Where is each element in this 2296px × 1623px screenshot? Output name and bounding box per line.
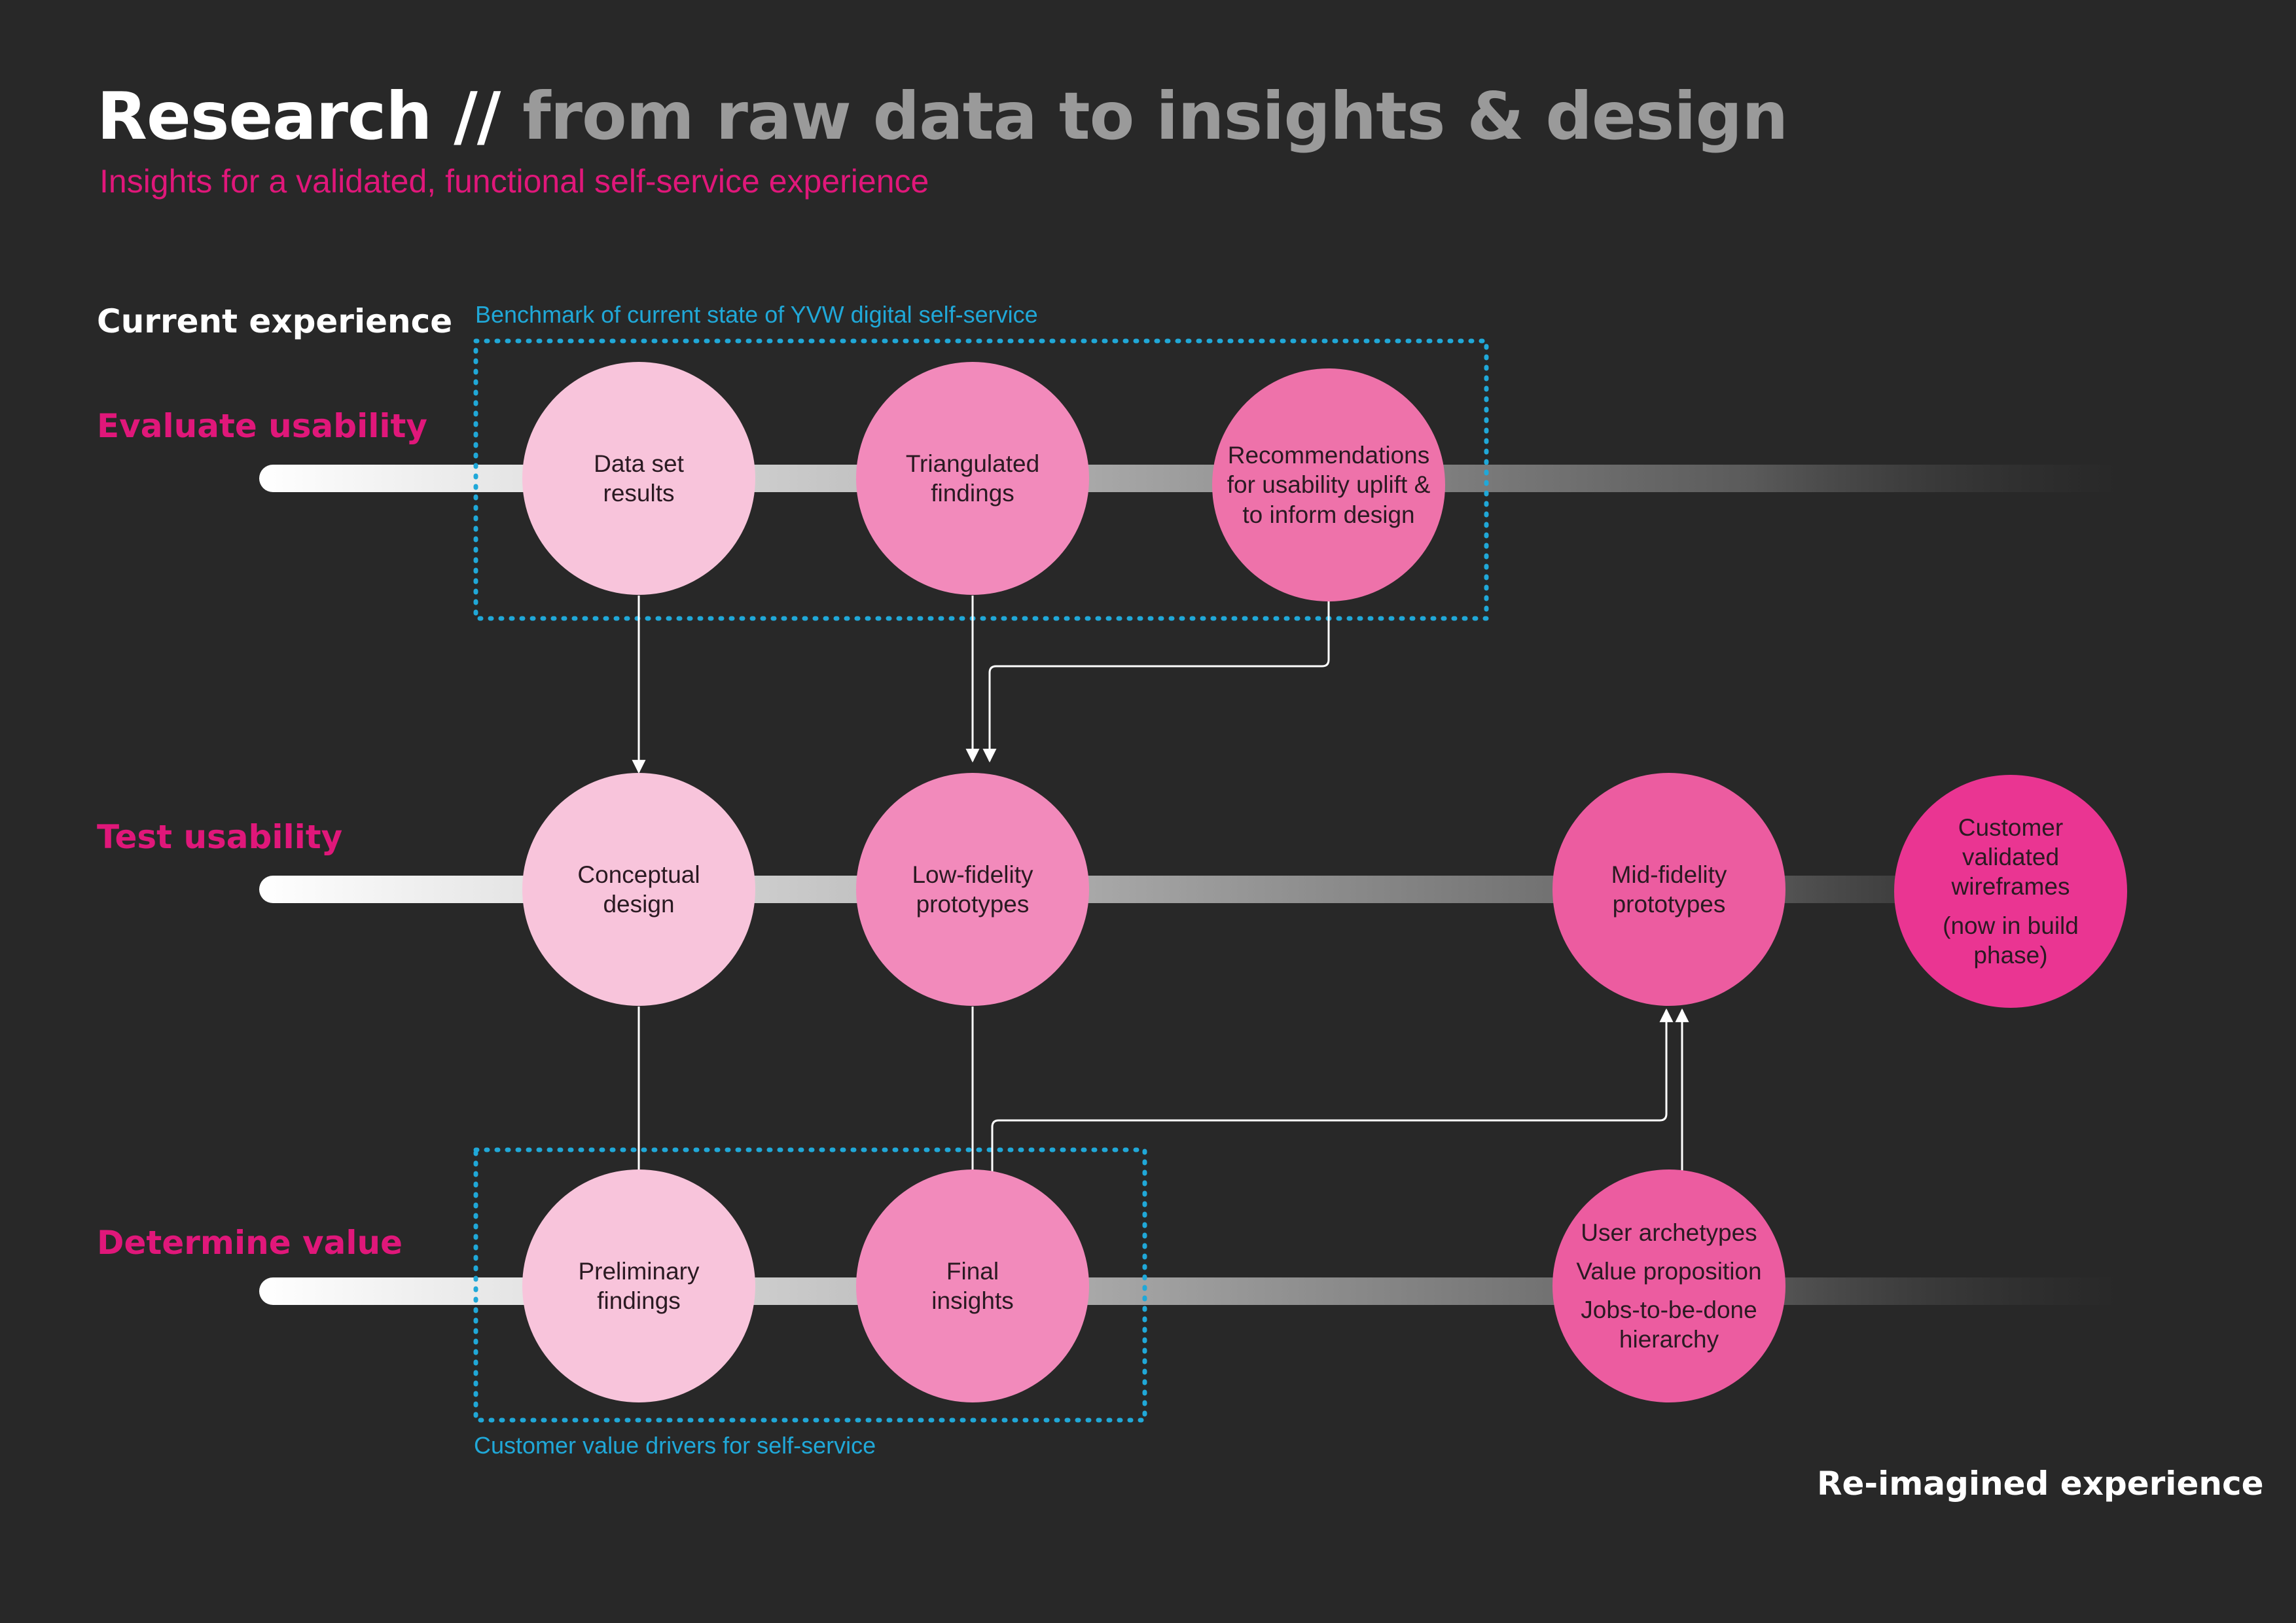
node-recommendations: Recommendations for usability uplift & t… <box>1212 368 1445 601</box>
value-drivers-group-box <box>473 1147 1147 1423</box>
node-customer-validated-wireframes: Customer validated wireframes (now in bu… <box>1894 775 2127 1008</box>
node-mid-fidelity-prototypes: Mid-fidelity prototypes <box>1552 773 1785 1006</box>
row-label-determine-value: Determine value <box>97 1224 403 1262</box>
benchmark-group-box <box>473 338 1489 621</box>
node-conceptual-design: Conceptual design <box>522 773 755 1006</box>
node-value-outputs: User archetypes Value proposition Jobs-t… <box>1552 1169 1785 1402</box>
arrow-final-to-mid-fidelity <box>991 1008 1674 1171</box>
value-drivers-caption: Customer value drivers for self-service <box>474 1432 876 1459</box>
page-subtitle: Insights for a validated, functional sel… <box>99 163 929 200</box>
current-experience-label: Current experience <box>97 302 453 340</box>
node-final-insights: Final insights <box>856 1169 1089 1402</box>
benchmark-caption: Benchmark of current state of YVW digita… <box>475 301 1038 328</box>
reimagined-experience-label: Re-imagined experience <box>1817 1465 2264 1503</box>
title-main: Research // <box>97 78 501 154</box>
node-low-fidelity-prototypes: Low-fidelity prototypes <box>856 773 1089 1006</box>
row-label-test-usability: Test usability <box>97 818 343 856</box>
arrow-recommendations-to-low-fidelity <box>982 601 1330 763</box>
node-data-set-results: Data set results <box>522 362 755 595</box>
node-preliminary-findings: Preliminary findings <box>522 1169 755 1402</box>
title-rest: from raw data to insights & design <box>522 78 1788 154</box>
row-label-evaluate-usability: Evaluate usability <box>97 407 427 445</box>
page-title: Research // from raw data to insights & … <box>97 77 1788 156</box>
node-triangulated-findings: Triangulated findings <box>856 362 1089 595</box>
